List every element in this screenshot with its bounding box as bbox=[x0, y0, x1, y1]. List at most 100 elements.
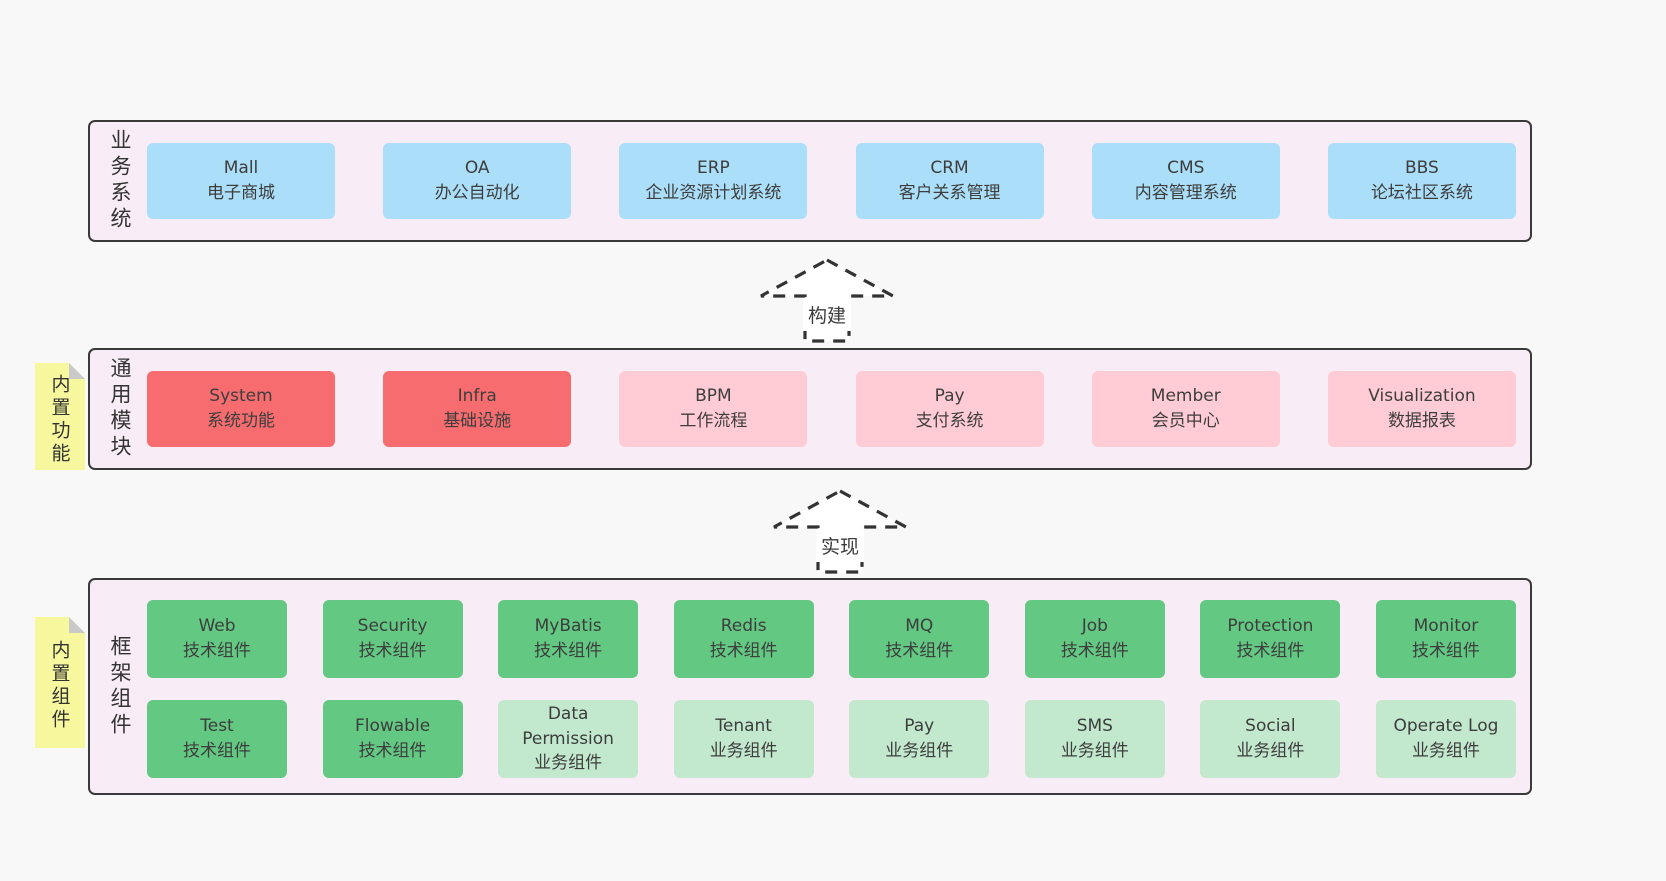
box-title: Test bbox=[200, 716, 234, 737]
box-subtitle: 系统功能 bbox=[207, 411, 275, 431]
box-title: SMS bbox=[1076, 716, 1113, 737]
sticky-note-builtin-components: 内置组件 bbox=[35, 617, 85, 748]
box-subtitle: 技术组件 bbox=[709, 641, 778, 661]
box-system: System 系统功能 bbox=[147, 371, 335, 447]
box-subtitle: 支付系统 bbox=[915, 411, 984, 431]
box-web: Web 技术组件 bbox=[147, 600, 287, 678]
box-subtitle: 客户关系管理 bbox=[898, 183, 1001, 203]
arrow-label: 构建 bbox=[802, 298, 852, 331]
box-title: BPM bbox=[695, 386, 732, 407]
sticky-note-label: 内置功能 bbox=[48, 373, 71, 466]
box-subtitle: 技术组件 bbox=[358, 741, 427, 761]
layer-side-label: 业务系统 bbox=[108, 129, 132, 233]
box-infra: Infra 基础设施 bbox=[383, 371, 572, 447]
box-test: Test 技术组件 bbox=[147, 700, 287, 778]
box-mall: Mall 电子商城 bbox=[147, 143, 335, 219]
box-job: Job 技术组件 bbox=[1024, 600, 1165, 678]
box-title: MyBatis bbox=[534, 616, 602, 637]
arrow-label: 实现 bbox=[815, 529, 865, 562]
box-subtitle: 内容管理系统 bbox=[1134, 183, 1237, 203]
box-visualization: Visualization 数据报表 bbox=[1327, 371, 1516, 447]
box-cms: CMS 内容管理系统 bbox=[1091, 143, 1280, 219]
components-box-row-2: Test 技术组件 Flowable 技术组件 Data Permission … bbox=[147, 700, 1516, 778]
box-title: Infra bbox=[457, 386, 497, 407]
box-security: Security 技术组件 bbox=[322, 600, 463, 678]
box-title: BBS bbox=[1405, 158, 1439, 179]
sticky-note-builtin-features: 内置功能 bbox=[35, 363, 85, 470]
layer-framework-components: 框架组件 Web 技术组件 Security 技术组件 MyBatis 技术组件… bbox=[88, 578, 1532, 795]
box-title: Job bbox=[1081, 616, 1108, 637]
modules-box-row: System 系统功能 Infra 基础设施 BPM 工作流程 Pay 支付系统… bbox=[147, 371, 1516, 447]
box-title: Pay bbox=[904, 716, 935, 737]
box-bbs: BBS 论坛社区系统 bbox=[1327, 143, 1516, 219]
box-subtitle: 技术组件 bbox=[534, 641, 603, 661]
box-subtitle: 业务组件 bbox=[1411, 741, 1480, 761]
box-title: ERP bbox=[696, 158, 730, 179]
box-data-permission: Data Permission 业务组件 bbox=[498, 700, 639, 778]
box-subtitle: 数据报表 bbox=[1387, 411, 1456, 431]
box-subtitle: 办公自动化 bbox=[434, 183, 520, 203]
box-subtitle: 工作流程 bbox=[679, 411, 748, 431]
box-subtitle: 技术组件 bbox=[1236, 641, 1305, 661]
box-mybatis: MyBatis 技术组件 bbox=[498, 600, 639, 678]
layer-side-label: 框架组件 bbox=[108, 634, 132, 739]
box-title: Visualization bbox=[1368, 386, 1476, 407]
box-title: Tenant bbox=[715, 716, 772, 737]
box-subtitle: 论坛社区系统 bbox=[1370, 183, 1473, 203]
layer-common-modules: 通用模块 System 系统功能 Infra 基础设施 BPM 工作流程 Pay… bbox=[88, 348, 1532, 470]
layer-side-label: 通用模块 bbox=[108, 357, 132, 461]
box-subtitle: 基础设施 bbox=[443, 411, 512, 431]
box-subtitle: 技术组件 bbox=[1060, 641, 1129, 661]
box-title: Member bbox=[1150, 386, 1221, 407]
box-social: Social 业务组件 bbox=[1200, 700, 1341, 778]
components-box-row-1: Web 技术组件 Security 技术组件 MyBatis 技术组件 Redi… bbox=[147, 600, 1516, 678]
box-operate-log: Operate Log 业务组件 bbox=[1375, 700, 1516, 778]
box-subtitle: 业务组件 bbox=[1060, 741, 1129, 761]
box-title: Data Permission bbox=[522, 704, 614, 749]
box-title: Pay bbox=[934, 386, 965, 407]
layer-business-systems: 业务系统 Mall 电子商城 OA 办公自动化 ERP 企业资源计划系统 CRM… bbox=[88, 120, 1532, 242]
box-subtitle: 技术组件 bbox=[885, 641, 954, 661]
box-subtitle: 业务组件 bbox=[709, 741, 778, 761]
box-subtitle: 技术组件 bbox=[183, 641, 251, 661]
box-redis: Redis 技术组件 bbox=[673, 600, 814, 678]
box-subtitle: 企业资源计划系统 bbox=[645, 183, 782, 203]
arrow-build: 构建 bbox=[752, 256, 902, 344]
box-title: MQ bbox=[905, 616, 934, 637]
box-pay-component: Pay 业务组件 bbox=[849, 700, 990, 778]
box-title: Security bbox=[357, 616, 428, 637]
box-title: OA bbox=[464, 158, 490, 179]
box-title: Redis bbox=[720, 616, 767, 637]
box-title: Operate Log bbox=[1393, 716, 1499, 737]
box-title: CRM bbox=[930, 158, 969, 179]
box-subtitle: 技术组件 bbox=[183, 741, 251, 761]
box-subtitle: 业务组件 bbox=[534, 753, 603, 774]
box-sms: SMS 业务组件 bbox=[1024, 700, 1165, 778]
box-monitor: Monitor 技术组件 bbox=[1375, 600, 1516, 678]
box-title: System bbox=[209, 386, 273, 407]
box-crm: CRM 客户关系管理 bbox=[855, 143, 1044, 219]
box-erp: ERP 企业资源计划系统 bbox=[619, 143, 808, 219]
box-title: Social bbox=[1245, 716, 1296, 737]
box-protection: Protection 技术组件 bbox=[1200, 600, 1341, 678]
box-subtitle: 技术组件 bbox=[1411, 641, 1480, 661]
box-member: Member 会员中心 bbox=[1091, 371, 1280, 447]
box-title: Mall bbox=[223, 158, 259, 179]
box-title: Web bbox=[198, 616, 236, 637]
box-subtitle: 技术组件 bbox=[358, 641, 427, 661]
box-subtitle: 电子商城 bbox=[207, 183, 275, 203]
box-bpm: BPM 工作流程 bbox=[619, 371, 808, 447]
box-title: Protection bbox=[1227, 616, 1314, 637]
box-tenant: Tenant 业务组件 bbox=[673, 700, 814, 778]
box-oa: OA 办公自动化 bbox=[383, 143, 572, 219]
box-mq: MQ 技术组件 bbox=[849, 600, 990, 678]
sticky-note-label: 内置组件 bbox=[48, 639, 71, 732]
box-subtitle: 业务组件 bbox=[1236, 741, 1305, 761]
box-title: Monitor bbox=[1413, 616, 1479, 637]
box-subtitle: 会员中心 bbox=[1151, 411, 1220, 431]
arrow-implement: 实现 bbox=[765, 487, 915, 575]
box-subtitle: 业务组件 bbox=[885, 741, 954, 761]
box-title: CMS bbox=[1167, 158, 1205, 179]
box-pay-module: Pay 支付系统 bbox=[855, 371, 1044, 447]
